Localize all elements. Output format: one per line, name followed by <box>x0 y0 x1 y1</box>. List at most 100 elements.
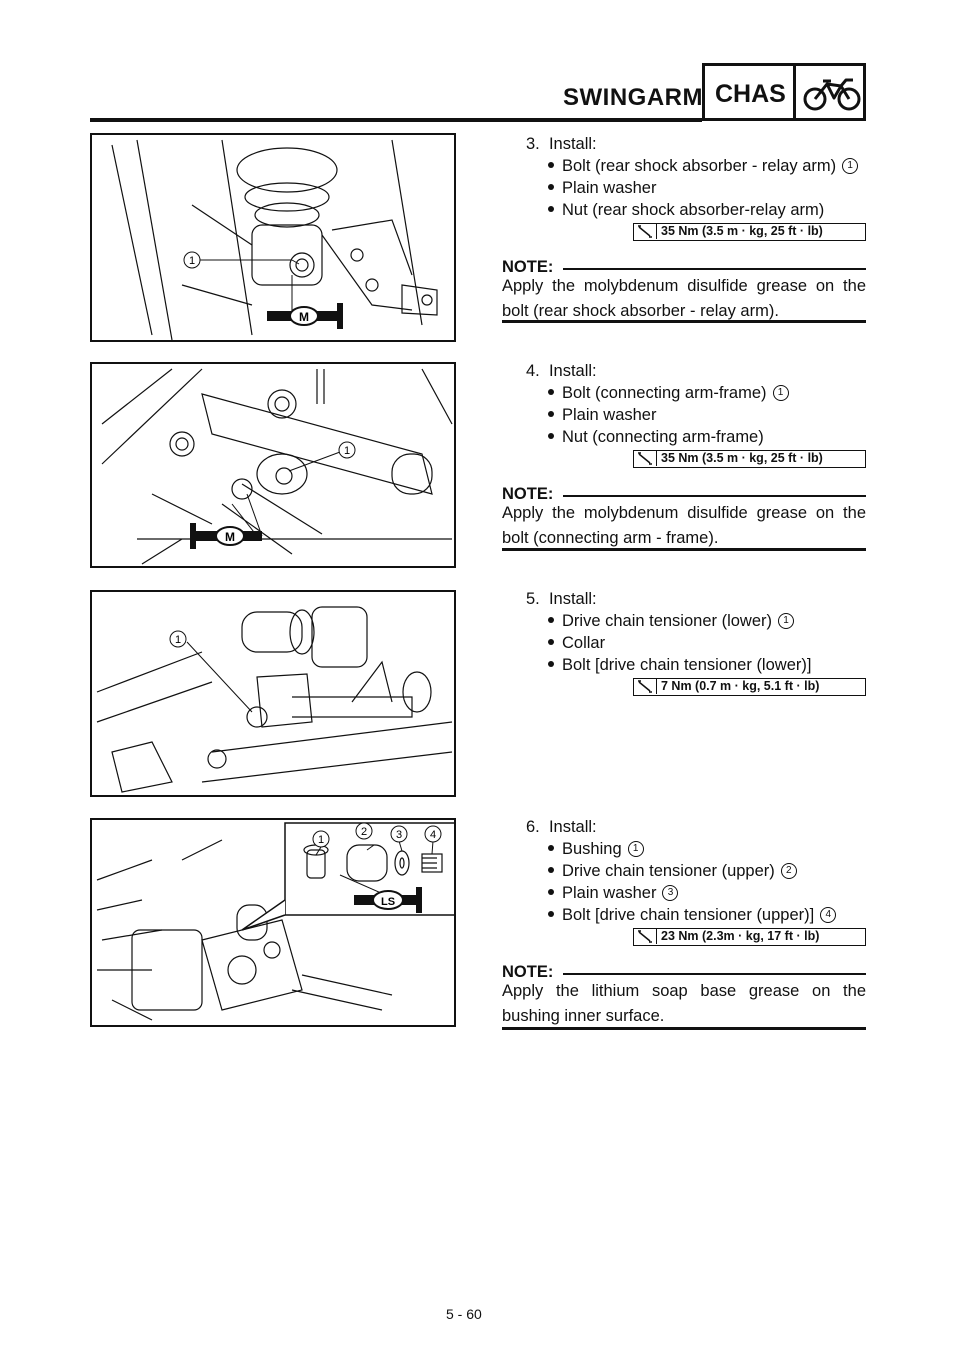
grease-label: LS <box>381 896 395 908</box>
list-item-text: Bolt (connecting arm-frame) <box>562 384 767 402</box>
figure-callout: 1 <box>189 255 195 267</box>
list-item-text: Collar <box>562 634 606 652</box>
step-4-heading: 4. Install: <box>526 362 597 381</box>
section-tab: CHAS <box>702 63 866 121</box>
torque-spec: 7 Nm (0.7 m · kg, 5.1 ft · lb) <box>633 678 866 696</box>
step-number: 3. <box>526 135 540 153</box>
step-action: Install: <box>548 818 597 836</box>
list-item: Bolt [drive chain tensioner (lower)] <box>548 656 811 675</box>
figure-step-5-drawing: 1 <box>96 606 453 793</box>
figure-callout: 4 <box>430 829 436 841</box>
list-item: Plain washer <box>548 406 656 425</box>
torque-wrench-icon <box>634 679 657 694</box>
list-item-text: Nut (rear shock absorber-relay arm) <box>562 201 825 219</box>
torque-wrench-icon <box>634 451 657 466</box>
note-text: Apply the molybdenum disulfide grease on… <box>502 277 866 320</box>
note-text: Apply the molybdenum disulfide grease on… <box>502 504 866 547</box>
list-item-text: Drive chain tensioner (lower) <box>562 612 772 630</box>
list-item: Nut (connecting arm-frame) <box>548 428 764 447</box>
list-item: Drive chain tensioner (upper) 2 <box>548 862 797 881</box>
torque-wrench-icon <box>634 224 657 239</box>
note-end-rule <box>502 320 866 323</box>
bullet-icon <box>548 616 554 623</box>
header-rule <box>90 118 702 122</box>
torque-value: 23 Nm (2.3m · kg, 17 ft · lb) <box>661 929 820 943</box>
bullet-icon <box>548 660 554 667</box>
callout-ref: 1 <box>842 157 859 174</box>
figure-callout: 3 <box>396 829 402 841</box>
figure-callout: 1 <box>344 445 350 457</box>
step-6-heading: 6. Install: <box>526 818 597 837</box>
note-rule <box>563 268 866 270</box>
list-item: Bolt (connecting arm-frame) 1 <box>548 384 789 403</box>
figure-step-6: 1 2 3 4 LS <box>90 818 456 1027</box>
list-item: Nut (rear shock absorber-relay arm) <box>548 201 824 220</box>
list-item-text: Plain washer <box>562 179 657 197</box>
bullet-icon <box>548 388 554 395</box>
bullet-icon <box>548 866 554 873</box>
step-action: Install: <box>548 590 597 608</box>
callout-ref: 2 <box>780 862 797 879</box>
list-item-text: Drive chain tensioner (upper) <box>562 862 775 880</box>
bullet-icon <box>548 888 554 895</box>
torque-spec: 23 Nm (2.3m · kg, 17 ft · lb) <box>633 928 866 946</box>
step-number: 4. <box>526 362 540 380</box>
list-item: Plain washer 3 <box>548 884 679 903</box>
page-title: SWINGARM <box>563 84 703 111</box>
bullet-icon <box>548 410 554 417</box>
step-number: 6. <box>526 818 540 836</box>
list-item-text: Bolt [drive chain tensioner (lower)] <box>562 656 812 674</box>
torque-spec: 35 Nm (3.5 m · kg, 25 ft · lb) <box>633 223 866 241</box>
callout-ref: 4 <box>820 906 837 923</box>
note-end-rule <box>502 1027 866 1030</box>
torque-wrench-icon <box>634 929 657 944</box>
list-item-text: Plain washer <box>562 884 657 902</box>
figure-step-3-drawing: 1 M <box>111 139 438 340</box>
figure-callout: 1 <box>318 834 324 846</box>
callout-ref: 1 <box>627 840 644 857</box>
figure-callout: 1 <box>175 634 181 646</box>
section-code: CHAS <box>715 80 786 108</box>
note-rule <box>563 973 866 975</box>
step-5-heading: 5. Install: <box>526 590 597 609</box>
list-item: Bolt (rear shock absorber - relay arm) 1 <box>548 157 859 176</box>
list-item-text: Bolt (rear shock absorber - relay arm) <box>562 157 837 175</box>
note-label: NOTE: <box>502 258 554 276</box>
list-item: Bolt [drive chain tensioner (upper)] 4 <box>548 906 837 925</box>
step-action: Install: <box>548 362 597 380</box>
callout-ref: 1 <box>772 384 789 401</box>
note-rule <box>563 495 866 497</box>
note-label: NOTE: <box>502 963 554 981</box>
callout-ref: 1 <box>778 612 794 629</box>
list-item: Drive chain tensioner (lower) 1 <box>548 612 794 631</box>
list-item: Plain washer <box>548 179 656 198</box>
figure-step-4-drawing: 1 M <box>101 368 453 565</box>
motorcycle-icon <box>803 78 861 111</box>
bullet-icon <box>548 432 554 439</box>
torque-value: 35 Nm (3.5 m · kg, 25 ft · lb) <box>661 224 823 238</box>
torque-value: 7 Nm (0.7 m · kg, 5.1 ft · lb) <box>661 679 820 693</box>
step-action: Install: <box>548 135 597 153</box>
page-number: 5 - 60 <box>446 1306 482 1322</box>
list-item: Bushing 1 <box>548 840 644 859</box>
bullet-icon <box>548 844 554 851</box>
note-text: Apply the lithium soap base grease on th… <box>502 982 866 1025</box>
grease-label: M <box>225 530 235 544</box>
list-item-text: Bushing <box>562 840 622 858</box>
figure-step-5: 1 <box>90 590 456 797</box>
list-item-text: Nut (connecting arm-frame) <box>562 428 764 446</box>
figure-step-6-drawing: 1 2 3 4 LS <box>96 822 454 1021</box>
figure-step-4: 1 M <box>90 362 456 568</box>
bullet-icon <box>548 910 554 917</box>
grease-label: M <box>299 310 309 324</box>
torque-value: 35 Nm (3.5 m · kg, 25 ft · lb) <box>661 451 823 465</box>
list-item-text: Plain washer <box>562 406 657 424</box>
section-divider <box>793 66 796 118</box>
list-item: Collar <box>548 634 605 653</box>
note-label: NOTE: <box>502 485 554 503</box>
list-item-text: Bolt [drive chain tensioner (upper)] <box>562 906 815 924</box>
step-3-heading: 3. Install: <box>526 135 597 154</box>
callout-ref: 3 <box>662 884 679 901</box>
step-number: 5. <box>526 590 540 608</box>
torque-spec: 35 Nm (3.5 m · kg, 25 ft · lb) <box>633 450 866 468</box>
